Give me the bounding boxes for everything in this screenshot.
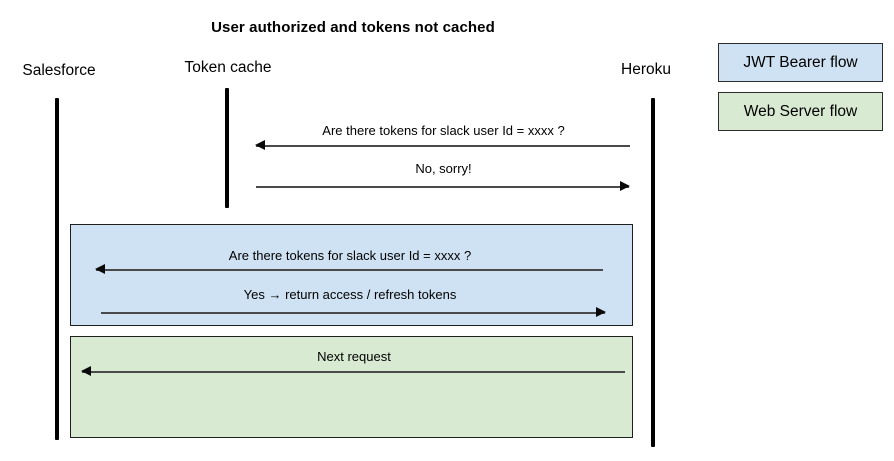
lifeline-token-cache [225, 88, 229, 208]
actor-label-salesforce: Salesforce [22, 62, 96, 79]
arrow-right-icon [256, 181, 630, 191]
lifeline-salesforce [55, 98, 59, 440]
web-server-flow-region [70, 336, 633, 438]
legend-jwt-bearer-flow: JWT Bearer flow [718, 43, 883, 82]
legend-web-server-flow-label: Web Server flow [743, 102, 858, 120]
lifeline-heroku [651, 98, 655, 447]
arrow-left-icon [95, 264, 603, 274]
actor-label-token-cache: Token cache [184, 59, 272, 76]
arrow-left-icon [81, 366, 625, 376]
message-label-tokens-query-jwt: Are there tokens for slack user Id = xxx… [228, 248, 472, 263]
actor-label-heroku: Heroku [621, 61, 671, 78]
jwt-bearer-flow-region [70, 224, 633, 326]
diagram-title: User authorized and tokens not cached [211, 19, 495, 36]
legend-jwt-bearer-flow-label: JWT Bearer flow [743, 53, 858, 71]
legend-web-server-flow: Web Server flow [718, 92, 883, 131]
message-label-yes-return-tokens: Yes → return access / refresh tokens [243, 287, 457, 302]
arrow-left-icon [255, 140, 630, 150]
message-label-tokens-query-cache: Are there tokens for slack user Id = xxx… [322, 123, 565, 138]
message-label-no-sorry: No, sorry! [415, 161, 472, 176]
arrow-right-icon [101, 307, 606, 317]
message-label-next-request: Next request [317, 349, 391, 364]
